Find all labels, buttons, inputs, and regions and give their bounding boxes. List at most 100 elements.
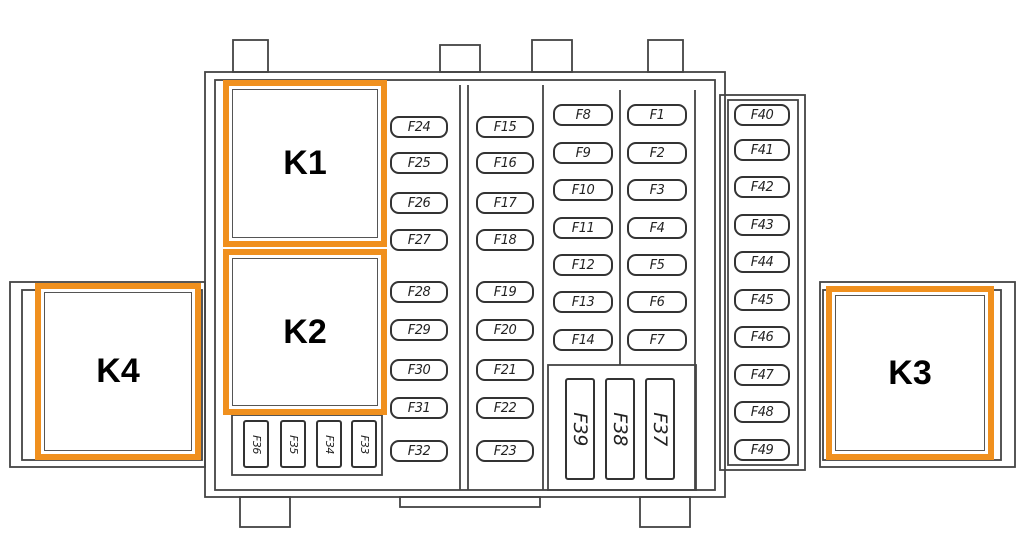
fuse-f32: F32: [390, 440, 448, 462]
fuse-f46: F46: [734, 326, 790, 348]
fuse-f5: F5: [627, 254, 687, 276]
fuse-f27: F27: [390, 229, 448, 251]
fuse-f6: F6: [627, 291, 687, 313]
fuse-f37: F37: [645, 378, 675, 480]
fuse-f14: F14: [553, 329, 613, 351]
fuse-label: F24: [407, 119, 431, 135]
fuse-label: F32: [407, 443, 431, 459]
fuse-label: F36: [249, 434, 263, 454]
fuse-f13: F13: [553, 291, 613, 313]
fuse-f43: F43: [734, 214, 790, 236]
fuse-label: F26: [407, 195, 431, 211]
fuse-f24: F24: [390, 116, 448, 138]
fuse-f49: F49: [734, 439, 790, 461]
fuse-label: F45: [750, 292, 774, 308]
fuse-label: F10: [571, 182, 595, 198]
fuse-label: F33: [357, 434, 371, 454]
relay-k1-label: K1: [283, 144, 327, 182]
fuse-label: F14: [571, 332, 595, 348]
fuse-label: F15: [493, 119, 517, 135]
fuse-label: F18: [493, 232, 517, 248]
fuse-f4: F4: [627, 217, 687, 239]
fuse-label: F40: [750, 107, 774, 123]
fuse-f20: F20: [476, 319, 534, 341]
fuse-label: F42: [750, 179, 774, 195]
fuse-f10: F10: [553, 179, 613, 201]
fuse-f17: F17: [476, 192, 534, 214]
fuse-f18: F18: [476, 229, 534, 251]
fuse-f38: F38: [605, 378, 635, 480]
fuse-label: F12: [571, 257, 595, 273]
fuse-f28: F28: [390, 281, 448, 303]
fuse-f2: F2: [627, 142, 687, 164]
fuse-f7: F7: [627, 329, 687, 351]
fuse-f33: F33: [351, 420, 377, 468]
fuse-label: F13: [571, 294, 595, 310]
fuse-label: F21: [493, 362, 517, 378]
fuse-f3: F3: [627, 179, 687, 201]
fuse-label: F8: [575, 107, 591, 123]
fuse-f35: F35: [280, 420, 306, 468]
fuse-f22: F22: [476, 397, 534, 419]
fuse-f34: F34: [316, 420, 342, 468]
fuse-label: F44: [750, 254, 774, 270]
fuse-label: F47: [750, 367, 774, 383]
fuse-label: F35: [286, 434, 300, 454]
fuse-label: F23: [493, 443, 517, 459]
fuse-f30: F30: [390, 359, 448, 381]
fuse-label: F3: [649, 182, 665, 198]
fuse-f25: F25: [390, 152, 448, 174]
relay-k2: K2: [223, 249, 387, 415]
fuse-label: F20: [493, 322, 517, 338]
fuse-label: F49: [750, 442, 774, 458]
fuse-label: F31: [407, 400, 431, 416]
fuse-f23: F23: [476, 440, 534, 462]
fuse-label: F6: [649, 294, 665, 310]
fuse-f45: F45: [734, 289, 790, 311]
fuse-f19: F19: [476, 281, 534, 303]
fuse-label: F29: [407, 322, 431, 338]
fuse-f9: F9: [553, 142, 613, 164]
fuse-label: F46: [750, 329, 774, 345]
fuse-f36: F36: [243, 420, 269, 468]
fuse-label: F30: [407, 362, 431, 378]
fuse-f15: F15: [476, 116, 534, 138]
fuse-label: F11: [571, 220, 595, 236]
relay-k3-label: K3: [888, 353, 932, 392]
fuse-label: F5: [649, 257, 665, 273]
fuse-label: F27: [407, 232, 431, 248]
fuse-label: F4: [649, 220, 665, 236]
fuse-f8: F8: [553, 104, 613, 126]
fuse-f48: F48: [734, 401, 790, 423]
fuse-label: F28: [407, 284, 431, 300]
fuse-f47: F47: [734, 364, 790, 386]
fuse-f12: F12: [553, 254, 613, 276]
fuse-f44: F44: [734, 251, 790, 273]
fuse-label: F9: [575, 145, 591, 161]
fuse-label: F25: [407, 155, 431, 171]
fuse-f1: F1: [627, 104, 687, 126]
fuse-label: F48: [750, 404, 774, 420]
fuse-f40: F40: [734, 104, 790, 126]
fuse-label: F17: [493, 195, 517, 211]
relay-k2-label: K2: [283, 312, 327, 351]
fuse-label: F34: [322, 434, 336, 454]
fuse-label: F7: [649, 332, 665, 348]
fuse-label: F16: [493, 155, 517, 171]
relay-k4-label: K4: [96, 352, 140, 390]
fuse-f16: F16: [476, 152, 534, 174]
fuse-label: F39: [569, 412, 592, 446]
fuse-f26: F26: [390, 192, 448, 214]
relay-k4: K4: [35, 283, 201, 460]
fuse-label: F19: [493, 284, 517, 300]
relay-k1: K1: [223, 80, 387, 247]
fuse-label: F1: [649, 107, 665, 123]
fuse-f39: F39: [565, 378, 595, 480]
fuse-f21: F21: [476, 359, 534, 381]
relay-k3: K3: [826, 286, 994, 460]
fuse-f11: F11: [553, 217, 613, 239]
fuse-f31: F31: [390, 397, 448, 419]
fuse-f29: F29: [390, 319, 448, 341]
fuse-label: F37: [649, 412, 672, 446]
